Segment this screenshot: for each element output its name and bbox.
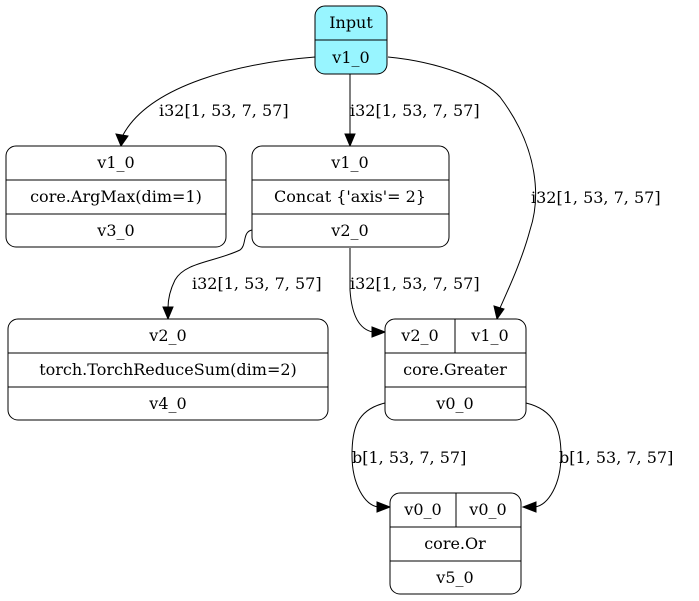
edge-label-input-to-concat: i32[1, 53, 7, 57]: [350, 101, 480, 120]
edge-label-concat-to-reducesum: i32[1, 53, 7, 57]: [192, 274, 322, 293]
edge-concat-to-reducesum: i32[1, 53, 7, 57]: [162, 229, 322, 321]
node-argmax-input: v1_0: [96, 153, 134, 172]
node-greater-output: v0_0: [435, 394, 473, 413]
edge-label-greater-to-or-b: b[1, 53, 7, 57]: [559, 448, 673, 467]
node-input[interactable]: Input v1_0: [314, 5, 388, 75]
node-concat[interactable]: v1_0 Concat {'axis'= 2} v2_0: [251, 145, 450, 248]
node-argmax-op: core.ArgMax(dim=1): [30, 187, 202, 206]
edge-concat-to-greater: i32[1, 53, 7, 57]: [349, 248, 480, 338]
edge-input-to-concat: i32[1, 53, 7, 57]: [344, 74, 480, 148]
node-or-input-a: v0_0: [403, 500, 441, 519]
edge-label-concat-to-greater: i32[1, 53, 7, 57]: [350, 274, 480, 293]
node-reducesum-input: v2_0: [148, 326, 186, 345]
edge-label-greater-to-or-a: b[1, 53, 7, 57]: [352, 448, 466, 467]
node-concat-input: v1_0: [330, 153, 368, 172]
node-greater-input-a: v2_0: [400, 326, 438, 345]
node-reducesum[interactable]: v2_0 torch.TorchReduceSum(dim=2) v4_0: [7, 318, 329, 421]
node-or-input-b: v0_0: [468, 500, 506, 519]
node-or-output: v5_0: [435, 568, 473, 587]
node-reducesum-op: torch.TorchReduceSum(dim=2): [39, 360, 297, 379]
node-greater[interactable]: v2_0 v1_0 core.Greater v0_0: [384, 318, 527, 421]
edge-greater-to-or-b: b[1, 53, 7, 57]: [521, 402, 673, 513]
node-input-output: v1_0: [331, 48, 369, 67]
node-greater-op: core.Greater: [403, 360, 507, 379]
node-input-header: Input: [329, 13, 373, 32]
node-argmax-output: v3_0: [96, 221, 134, 240]
edge-input-to-argmax: i32[1, 53, 7, 57]: [115, 56, 316, 148]
edge-greater-to-or-a: b[1, 53, 7, 57]: [351, 402, 466, 513]
node-or-op: core.Or: [424, 534, 486, 553]
node-reducesum-output: v4_0: [148, 394, 186, 413]
edge-label-input-to-greater: i32[1, 53, 7, 57]: [531, 188, 661, 207]
node-concat-output: v2_0: [330, 221, 368, 240]
node-greater-input-b: v1_0: [470, 326, 508, 345]
edge-input-to-greater: i32[1, 53, 7, 57]: [387, 56, 661, 321]
node-concat-op: Concat {'axis'= 2}: [274, 187, 426, 206]
node-argmax[interactable]: v1_0 core.ArgMax(dim=1) v3_0: [5, 145, 227, 248]
node-or[interactable]: v0_0 v0_0 core.Or v5_0: [389, 492, 522, 595]
edge-label-input-to-argmax: i32[1, 53, 7, 57]: [159, 101, 289, 120]
